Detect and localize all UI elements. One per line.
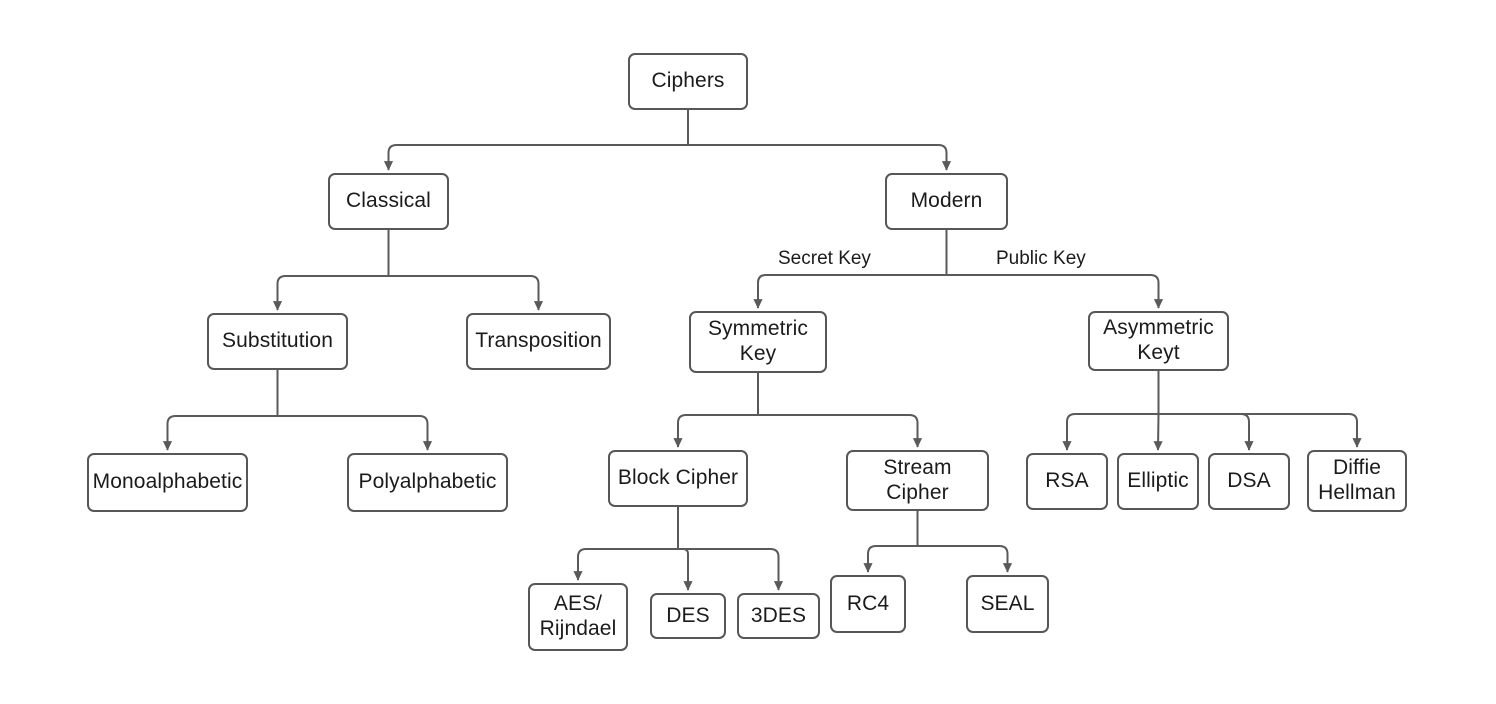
node-ciphers[interactable]: Ciphers [628, 53, 748, 110]
node-rsa[interactable]: RSA [1026, 453, 1108, 510]
node-label: Diffie Hellman [1318, 456, 1396, 504]
node-label: AES/ Rijndael [539, 592, 617, 640]
node-label: Ciphers [651, 69, 725, 93]
edge-label-secret-key: Secret Key [775, 249, 874, 268]
node-label: Asymmetric Keyt [1103, 316, 1214, 364]
node-polyalphabetic[interactable]: Polyalphabetic [347, 453, 508, 512]
node-des[interactable]: DES [650, 593, 726, 639]
node-elliptic[interactable]: Elliptic [1117, 453, 1199, 510]
node-classical[interactable]: Classical [328, 173, 449, 230]
node-label: Classical [346, 189, 431, 213]
connector [758, 414, 923, 448]
node-label: DES [666, 603, 710, 627]
node-transposition[interactable]: Transposition [466, 313, 611, 370]
node-aes-rijndael[interactable]: AES/ Rijndael [528, 583, 628, 651]
connector [863, 545, 918, 573]
connector [277, 415, 433, 451]
connector [383, 144, 688, 171]
node-label: Block Cipher [617, 466, 739, 490]
node-monoalphabetic[interactable]: Monoalphabetic [87, 453, 248, 512]
connector [388, 275, 544, 311]
connector [573, 548, 678, 581]
connector [1062, 413, 1159, 451]
node-label: Transposition [475, 329, 602, 353]
node-stream-cipher[interactable]: Stream Cipher [846, 450, 989, 511]
connector [162, 415, 278, 451]
connector [688, 144, 952, 171]
node-modern[interactable]: Modern [885, 173, 1008, 230]
node-diffie-hellman[interactable]: Diffie Hellman [1307, 450, 1407, 512]
node-substitution[interactable]: Substitution [207, 313, 348, 370]
node-seal[interactable]: SEAL [966, 575, 1049, 633]
connector [946, 274, 1164, 309]
node-label: RSA [1045, 469, 1089, 493]
connector [917, 545, 1013, 573]
connector [678, 548, 693, 591]
node-label: Modern [910, 189, 983, 213]
connector [1153, 413, 1163, 451]
node-asymmetric-key[interactable]: Asymmetric Keyt [1088, 311, 1229, 371]
node-symmetric-key[interactable]: Symmetric Key [689, 311, 827, 373]
node-label: Monoalphabetic [92, 470, 243, 494]
connector [1158, 413, 1254, 451]
connector [753, 274, 947, 309]
node-label: Polyalphabetic [358, 470, 497, 494]
node-3des[interactable]: 3DES [737, 593, 820, 639]
node-rc4[interactable]: RC4 [830, 575, 906, 633]
connector [673, 414, 758, 448]
connector [272, 275, 389, 311]
connector [678, 548, 784, 591]
node-block-cipher[interactable]: Block Cipher [608, 450, 748, 507]
node-label: SEAL [980, 591, 1035, 615]
node-label: Stream Cipher [883, 455, 952, 504]
node-label: Substitution [222, 329, 333, 353]
node-label: Elliptic [1127, 469, 1189, 493]
edge-label-public-key: Public Key [993, 249, 1089, 268]
node-dsa[interactable]: DSA [1208, 453, 1290, 510]
node-label: Symmetric Key [707, 317, 809, 365]
node-label: RC4 [846, 591, 890, 615]
node-label: 3DES [750, 603, 807, 627]
node-label: DSA [1227, 469, 1271, 493]
connector [1158, 413, 1362, 448]
